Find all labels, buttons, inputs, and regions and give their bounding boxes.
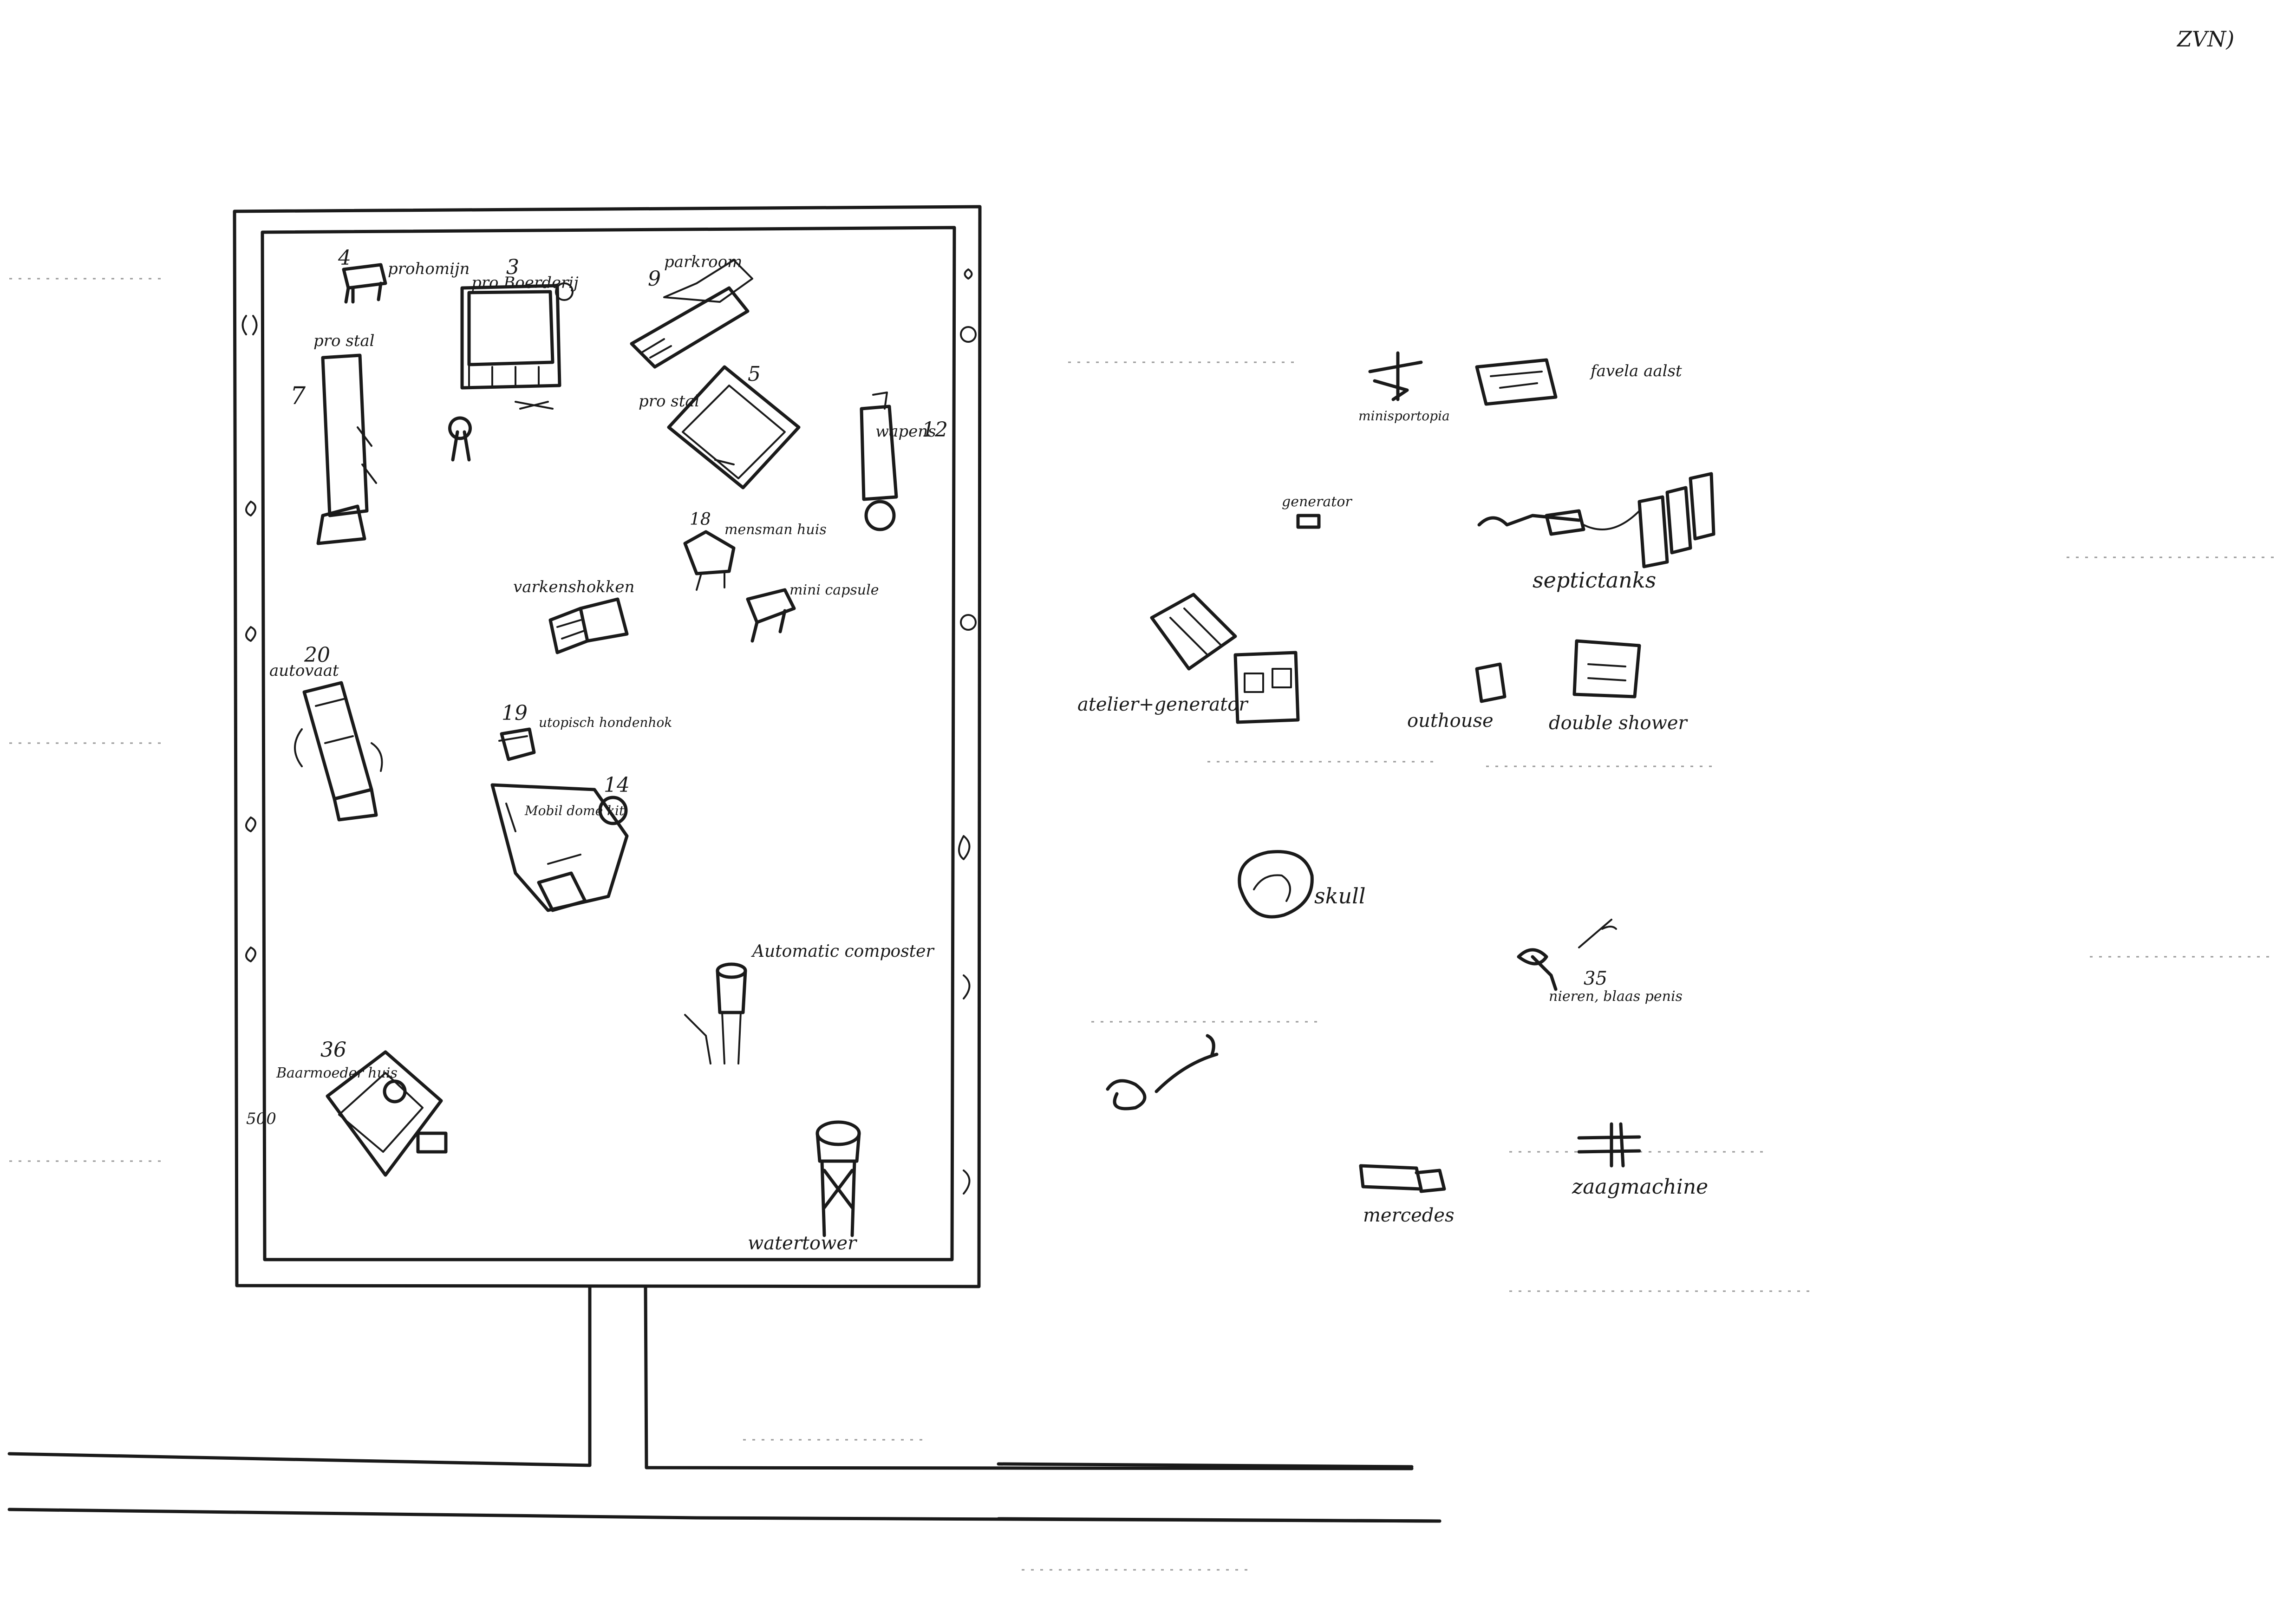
item-label: utopisch hondenhok (539, 715, 672, 730)
item-outhouse: outhouse (1407, 662, 1507, 732)
item-pro-stal-5: 5 pro stal (639, 362, 801, 490)
item-number: 35 (1584, 968, 1607, 989)
item-number: 36 (320, 1038, 346, 1062)
item-label: outhouse (1407, 710, 1494, 732)
item-mini-capsule: mini capsule (746, 582, 879, 643)
item-double-shower: double shower (1549, 639, 1689, 734)
item-label: pro stal (639, 392, 700, 411)
item-mobil-dome-kit: 14 Mobil dome kit (490, 773, 630, 912)
item-label: mini capsule (789, 582, 879, 598)
item-pro-stal-7: 7 pro stal (290, 332, 377, 545)
item-label: double shower (1549, 712, 1689, 734)
item-automatic-composter: Automatic composter (684, 942, 934, 1065)
item-watertower: watertower (748, 1120, 861, 1254)
item-nieren-blaas-penis: 35 nieren, blaas penis (1517, 919, 1683, 1005)
item-number: 9 (648, 267, 661, 291)
item-label: varkenshokken (513, 578, 634, 596)
item-minisportopia: minisportopia (1358, 351, 1450, 424)
item-label: autovaat (269, 661, 339, 680)
item-sketch-creature (1106, 1034, 1219, 1110)
item-label: pro Boerderij (471, 274, 579, 292)
item-label: favela aalst (1589, 362, 1682, 380)
item-label: zaagmachine (1572, 1175, 1708, 1199)
item-mercedes: mercedes (1359, 1164, 1455, 1226)
item-label: Baarmoeder huis (276, 1065, 398, 1081)
item-label: Automatic composter (751, 942, 934, 961)
item-label: skull (1314, 883, 1366, 908)
item-varkenshokken: varkenshokken (513, 578, 634, 654)
item-label: mercedes (1363, 1205, 1455, 1226)
road (7, 1285, 1442, 1523)
item-number: 18 (690, 510, 711, 529)
item-label: pro stal (313, 332, 375, 350)
item-label: watertower (748, 1233, 858, 1254)
item-label: wapens (875, 422, 936, 441)
item-label: minisportopia (1358, 408, 1450, 424)
item-label: nieren, blaas penis (1549, 988, 1683, 1005)
item-autovaat: 20 autovaat (269, 643, 383, 822)
item-label: septictanks (1533, 568, 1656, 593)
item-prohomijn: 4 prohomijn (338, 246, 470, 304)
corner-mark: ZVN) (2176, 26, 2234, 52)
item-pro-boerderij: 3 pro Boerderij (448, 255, 579, 462)
item-number: 4 (338, 246, 351, 270)
item-label: prohomijn (388, 260, 470, 278)
item-number: 12 (922, 418, 948, 442)
item-number: 19 (502, 701, 528, 725)
item-label: parkroom (664, 253, 742, 271)
site-boundary: 500 (233, 205, 982, 1288)
item-number: 14 (604, 773, 630, 797)
item-label: mensman huis (724, 522, 827, 538)
scan-noise (9, 278, 2276, 1571)
item-number: 7 (290, 382, 306, 410)
item-number: 3 (506, 255, 519, 279)
item-label: generator (1282, 494, 1352, 510)
item-zaagmachine: zaagmachine (1572, 1122, 1708, 1199)
item-wapens: wapens 12 (860, 392, 948, 531)
item-parkroom: 9 parkroom (630, 253, 753, 369)
item-generator: generator (1282, 494, 1352, 529)
item-septictanks: septictanks (1477, 472, 1715, 593)
item-number: 5 (748, 362, 761, 386)
item-label: Mobil dome kit (524, 803, 625, 818)
item-label: atelier+generator (1077, 694, 1249, 715)
item-favela-aalst: favela aalst (1475, 358, 1682, 406)
item-utopisch-hondenhok: 19 utopisch hondenhok (498, 701, 672, 761)
item-atelier-generator: atelier+generator (1077, 593, 1300, 724)
edge-scribble: 500 (246, 1110, 276, 1128)
item-number: 20 (304, 643, 330, 667)
item-mensman-huis: 18 mensman huis (683, 510, 827, 591)
item-skull: skull (1238, 850, 1366, 919)
item-baarmoeder-huis: 36 Baarmoeder huis (276, 1038, 448, 1177)
